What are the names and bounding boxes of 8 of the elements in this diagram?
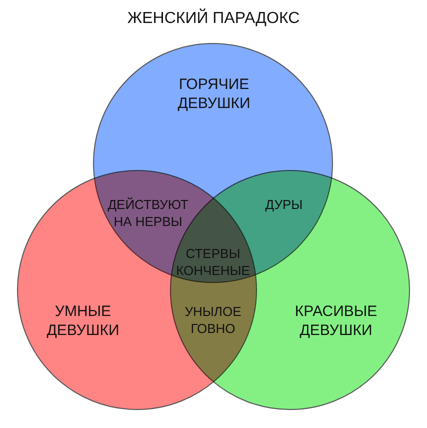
set-label: УМНЫЕ ДЕВУШКИ	[46, 302, 120, 340]
diagram-title: ЖЕНСКИЙ ПАРАДОКС	[126, 10, 301, 28]
intersection-label: ДЕЙСТВУЮТ НА НЕРВЫ	[106, 196, 190, 230]
intersection-label: ДУРЫ	[264, 196, 304, 213]
set-label: ГОРЯЧИЕ ДЕВУШКИ	[176, 75, 252, 113]
intersection-label: УНЫЛОЕ ГОВНО	[184, 303, 242, 337]
set-label: КРАСИВЫЕ ДЕВУШКИ	[294, 302, 378, 340]
intersection-label: СТЕРВЫ КОНЧЕНЫЕ	[175, 245, 251, 279]
